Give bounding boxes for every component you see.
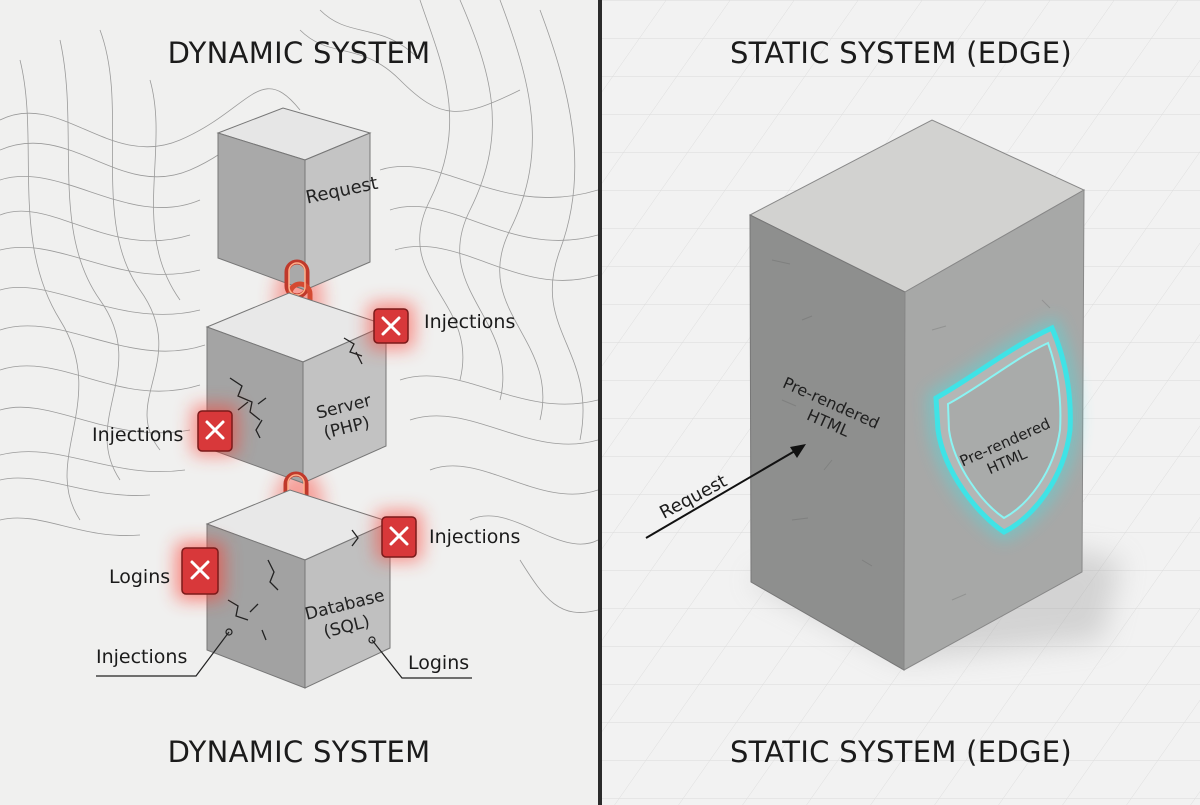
- threat-badge-server-right: [368, 303, 414, 349]
- threat-label-server-right: Injections: [424, 311, 515, 333]
- x-icon: [190, 560, 210, 580]
- x-icon: [389, 526, 409, 546]
- threat-label-server-left: Injections: [92, 424, 183, 446]
- panel-divider: [598, 0, 602, 805]
- request-block: Request: [216, 107, 380, 291]
- callout-label-logins: Logins: [408, 652, 469, 674]
- static-system-diagram: Pre-rendered HTML Pre-rendered HTML Requ…: [602, 0, 1200, 805]
- dynamic-system-panel: Request Server (PHP): [0, 0, 598, 805]
- static-system-panel: Pre-rendered HTML Pre-rendered HTML Requ…: [602, 0, 1200, 805]
- callout-injections: Injections: [96, 631, 230, 677]
- dynamic-system-diagram: Request Server (PHP): [0, 0, 598, 689]
- threat-badge-database-right: [376, 511, 422, 561]
- callout-anchor-left: [225, 628, 233, 636]
- callout-logins: Logins: [371, 639, 472, 679]
- dynamic-system-title: DYNAMIC SYSTEM: [167, 36, 431, 70]
- threat-badge-database-left: [176, 542, 224, 600]
- shield-icon: Pre-rendered HTML: [927, 317, 1079, 542]
- threat-label-database-right: Injections: [429, 526, 520, 548]
- x-icon: [381, 316, 401, 336]
- threat-label-database-left: Logins: [109, 566, 170, 588]
- crack-mark: [227, 529, 359, 641]
- static-system-caption: STATIC SYSTEM (EDGE): [729, 735, 1073, 769]
- dynamic-system-caption: DYNAMIC SYSTEM: [167, 735, 431, 769]
- arrowhead-icon: [790, 444, 806, 458]
- crack-mark: [229, 337, 363, 439]
- wireframe-mesh-background: [0, 0, 598, 613]
- callout-anchor-right: [368, 636, 376, 644]
- threat-badge-server-left: [192, 405, 238, 455]
- x-icon: [205, 420, 225, 440]
- static-system-title: STATIC SYSTEM (EDGE): [729, 36, 1073, 70]
- callout-label-injections: Injections: [96, 646, 187, 668]
- concrete-block: Pre-rendered HTML: [748, 119, 1086, 671]
- database-block: Database (SQL): [205, 489, 392, 689]
